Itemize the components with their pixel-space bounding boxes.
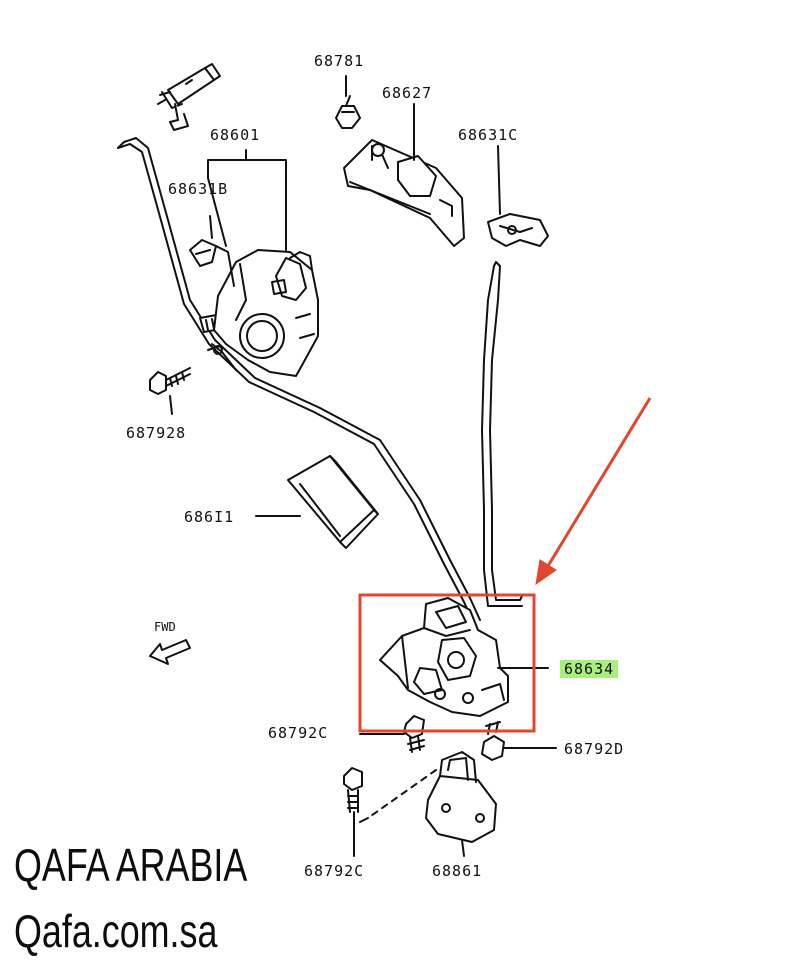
part-label-68861: 68861 [432, 862, 483, 880]
rod-right [481, 261, 523, 607]
clip-68631b [189, 215, 235, 287]
bolt-68792c-top [359, 715, 425, 753]
pad-68611 [255, 455, 379, 549]
part-label-68631b: 68631B [168, 180, 229, 198]
outside-handle [343, 103, 465, 247]
sensor-part [157, 63, 221, 131]
clip-68631c [487, 145, 549, 247]
part-label-68792d: 68792D [564, 740, 625, 758]
part-label-68634: 68634 [560, 660, 619, 678]
part-label-68627: 68627 [382, 84, 433, 102]
part-label-687928: 687928 [126, 424, 187, 442]
part-label-68631c: 68631C [458, 126, 519, 144]
fwd-label: FWD [154, 620, 176, 634]
bolt-68792d [481, 721, 557, 761]
inside-handle-assembly [207, 249, 319, 377]
highlight-box [358, 593, 536, 733]
grommet-68781 [335, 75, 361, 129]
highlight-arrow-icon [535, 397, 652, 586]
bolt-68792c-bottom [343, 767, 363, 857]
door-latch-assembly [379, 597, 549, 717]
striker-68861 [425, 751, 497, 857]
brand-name: QAFA ARABIA [14, 839, 248, 891]
part-label-68611: 686I1 [184, 508, 235, 526]
part-label-68781: 68781 [314, 52, 365, 70]
part-label-68601: 68601 [210, 126, 261, 144]
brand-url: Qafa.com.sa [14, 905, 218, 957]
part-label-68792c-bottom: 68792C [304, 862, 365, 880]
fwd-arrow-icon [149, 639, 191, 665]
bolt-687928 [149, 367, 191, 415]
part-label-68792c-top: 68792C [268, 724, 329, 742]
